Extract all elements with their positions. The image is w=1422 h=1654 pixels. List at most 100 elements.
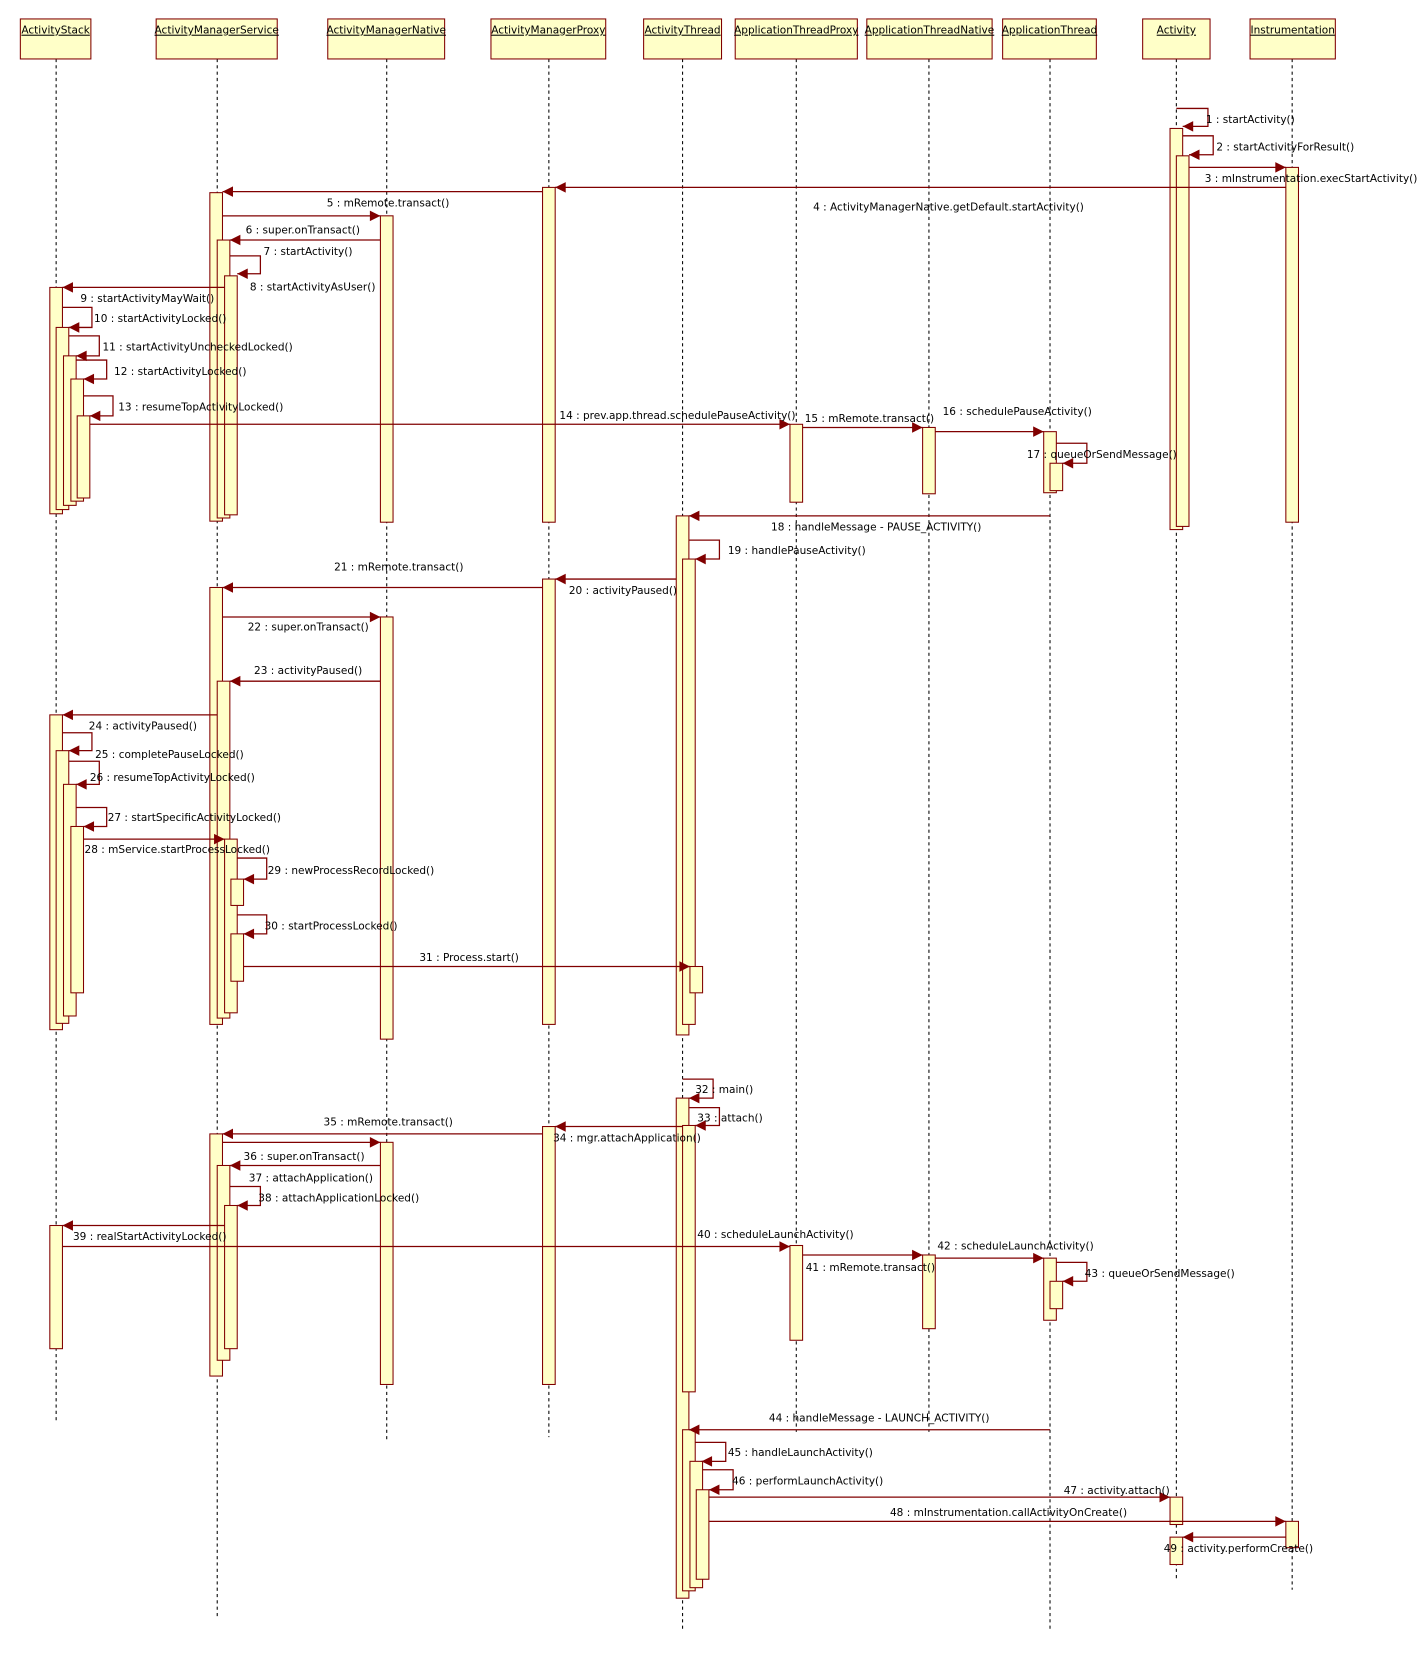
activation-bar	[1049, 462, 1064, 492]
activation-bar	[49, 1224, 63, 1350]
message-label: 31 : Process.start()	[419, 952, 519, 964]
participant-name: ApplicationThreadProxy	[734, 25, 858, 37]
arrowhead-icon	[243, 928, 255, 940]
message-label: 11 : startActivityUncheckedLocked()	[102, 342, 292, 354]
arrowhead-icon	[912, 1249, 923, 1261]
activation-bar	[224, 838, 238, 1014]
message-label: 24 : activityPaused()	[89, 721, 197, 733]
activation-bar	[542, 186, 556, 523]
arrowhead-icon	[1159, 1491, 1171, 1503]
message-label: 1 : startActivity()	[1206, 114, 1295, 126]
self-message-arrow	[229, 1185, 262, 1207]
arrowhead-icon	[679, 961, 690, 972]
activation-bar	[379, 616, 394, 1040]
self-message-arrow	[229, 255, 262, 275]
arrowhead-icon	[555, 573, 566, 585]
arrowhead-icon	[1033, 1252, 1044, 1264]
arrowhead-icon	[62, 1220, 73, 1231]
arrowhead-icon	[243, 873, 255, 885]
arrowhead-icon	[76, 350, 87, 362]
message-label: 6 : super.onTransact()	[246, 225, 360, 237]
message-label: 8 : startActivityAsUser()	[250, 282, 376, 294]
message-label: 34 : mgr.attachApplication()	[553, 1132, 701, 1144]
arrowhead-icon	[83, 821, 95, 832]
message-label: 26 : resumeTopActivityLocked()	[90, 772, 255, 784]
arrowhead-icon	[1062, 1276, 1074, 1287]
participant-instrumentation[interactable]: Instrumentation	[1249, 18, 1336, 60]
message-label: 9 : startActivityMayWait()	[80, 293, 214, 305]
arrowhead-icon	[688, 1092, 700, 1104]
message-label: 38 : attachApplicationLocked()	[258, 1192, 419, 1204]
participant-box	[734, 18, 858, 60]
arrowhead-icon	[369, 1137, 381, 1148]
participant-name: ActivityManagerProxy	[491, 25, 605, 37]
participant-applicationthreadnative[interactable]: ApplicationThreadNative	[865, 18, 995, 60]
activation-bar	[224, 275, 238, 516]
participant-activitystack[interactable]: ActivityStack	[19, 18, 92, 60]
message-label: 28 : mService.startProcessLocked()	[85, 844, 270, 856]
arrowhead-icon	[229, 675, 241, 687]
arrowhead-icon	[912, 422, 923, 433]
activation-bar	[689, 965, 704, 994]
message-label: 4 : ActivityManagerNative.getDefault.sta…	[813, 202, 1084, 214]
activation-bar	[70, 825, 85, 994]
participant-box	[1249, 18, 1336, 60]
arrowhead-icon	[237, 268, 248, 280]
participant-activitymanagerproxy[interactable]: ActivityManagerProxy	[490, 18, 607, 60]
participant-box	[155, 18, 278, 60]
self-message-arrow	[1176, 107, 1209, 127]
message-label: 16 : schedulePauseActivity()	[943, 406, 1092, 418]
participant-activitymanagernative[interactable]: ActivityManagerNative	[326, 18, 446, 60]
participant-name: ActivityThread	[645, 25, 721, 37]
arrowhead-icon	[708, 1484, 720, 1496]
message-label: 3 : mInstrumentation.execStartActivity()	[1205, 173, 1418, 185]
self-message-arrow	[68, 760, 100, 785]
message-label: 27 : startSpecificActivityLocked()	[108, 812, 281, 824]
message-label: 29 : newProcessRecordLocked()	[268, 865, 435, 877]
arrowhead-icon	[222, 186, 234, 197]
message-label: 48 : mInstrumentation.callActivityOnCrea…	[890, 1507, 1127, 1519]
participant-activitythread[interactable]: ActivityThread	[643, 18, 723, 60]
arrowhead-icon	[695, 553, 706, 565]
arrowhead-icon	[237, 1200, 248, 1211]
activation-bar	[695, 1489, 710, 1580]
participant-name: ApplicationThread	[1002, 25, 1098, 37]
participant-applicationthread[interactable]: ApplicationThread	[1002, 18, 1098, 60]
participant-box	[643, 18, 723, 60]
participant-activitymanagerservice[interactable]: ActivityManagerService	[155, 18, 279, 60]
message-label: 25 : completePauseLocked()	[95, 749, 244, 761]
activation-bar	[542, 578, 556, 1025]
arrowhead-icon	[1275, 162, 1286, 173]
self-message-arrow	[76, 806, 108, 828]
activation-bar	[1169, 1496, 1184, 1526]
message-label: 39 : realStartActivityLocked()	[73, 1231, 227, 1243]
message-label: 36 : super.onTransact()	[244, 1151, 365, 1163]
arrowhead-icon	[1033, 426, 1044, 437]
message-label: 44 : handleMessage - LAUNCH_ACTIVITY()	[769, 1412, 990, 1424]
message-label: 22 : super.onTransact()	[248, 622, 369, 634]
activation-bar	[682, 1124, 696, 1393]
arrowhead-icon	[62, 709, 73, 721]
participant-activity[interactable]: Activity	[1142, 18, 1211, 60]
message-label: 47 : activity.attach()	[1064, 1485, 1170, 1497]
participant-box	[327, 18, 446, 60]
arrowhead-icon	[222, 1128, 234, 1140]
participant-applicationthreadproxy[interactable]: ApplicationThreadProxy	[734, 18, 858, 60]
arrowhead-icon	[222, 582, 234, 593]
message-label: 42 : scheduleLaunchActivity()	[937, 1241, 1093, 1253]
activation-bar	[379, 1141, 394, 1386]
arrowhead-icon	[688, 1424, 700, 1436]
activation-bar	[922, 1254, 936, 1330]
message-label: 41 : mRemote.transact()	[806, 1262, 935, 1274]
arrowhead-icon	[701, 1456, 713, 1467]
self-message-arrow	[688, 1106, 721, 1127]
participant-box	[866, 18, 993, 60]
message-label: 12 : startActivityLocked()	[114, 366, 246, 378]
activation-bar	[682, 558, 696, 1025]
activation-bar	[1049, 1280, 1064, 1310]
self-message-arrow	[682, 1078, 714, 1099]
arrowhead-icon	[695, 1120, 706, 1131]
activation-bar	[1169, 1536, 1184, 1566]
participant-box	[1002, 18, 1097, 60]
message-label: 17 : queueOrSendMessage()	[1027, 449, 1177, 461]
